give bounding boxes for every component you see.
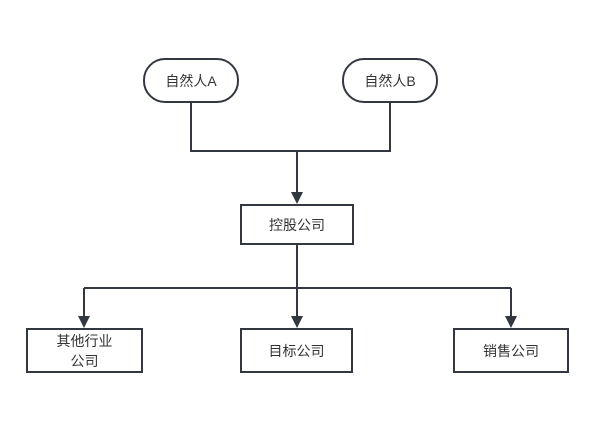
node-natural-person-b: 自然人B [342, 58, 438, 103]
node-other-industry-company: 其他行业 公司 [26, 328, 143, 373]
arrowhead-to-other-industry [78, 316, 90, 328]
arrowhead-to-holding [291, 192, 303, 204]
node-sales-company: 销售公司 [453, 328, 569, 373]
node-holding-company: 控股公司 [240, 204, 354, 245]
node-natural-person-a: 自然人A [143, 58, 239, 103]
node-target-company: 目标公司 [240, 328, 353, 373]
edge-persons-join-line [190, 103, 391, 152]
arrowhead-to-target [291, 316, 303, 328]
arrowhead-to-sales [505, 316, 517, 328]
